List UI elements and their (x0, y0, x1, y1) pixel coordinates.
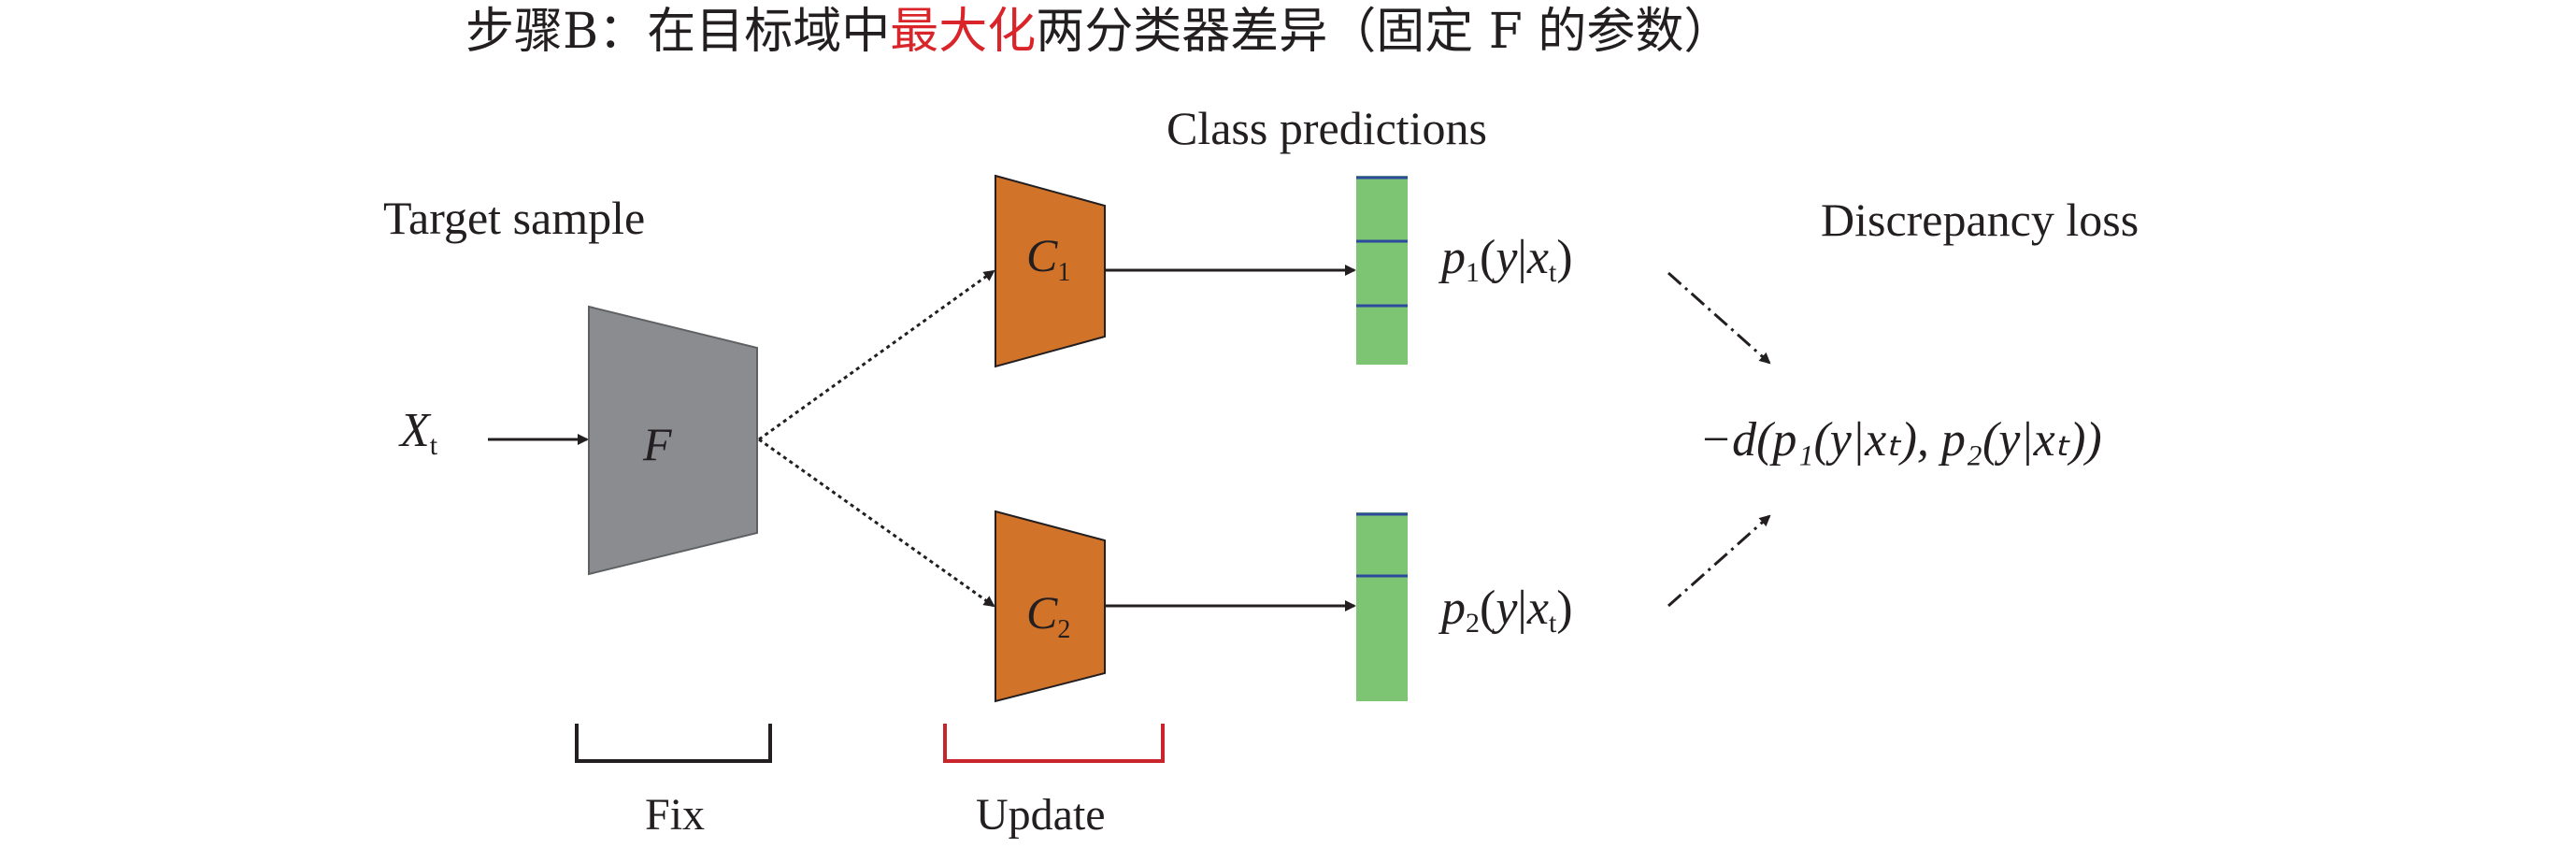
update-bracket (943, 724, 1165, 763)
input-label: Xt (400, 404, 438, 461)
feature-extractor-block (588, 305, 758, 576)
page-title: 步骤B：在目标域中最大化两分类器差异（固定 F 的参数） (465, 7, 1732, 56)
classifier-2-block (995, 510, 1106, 703)
f-to-c2-arrow (758, 438, 995, 608)
fix-label: Fix (645, 790, 706, 840)
p1-to-loss-arrow (1667, 271, 1771, 365)
f-to-c1-arrow (758, 269, 995, 441)
title-prefix: 步骤B：在目标域中 (465, 4, 891, 60)
feature-extractor-label: F (643, 418, 672, 470)
update-label: Update (976, 790, 1106, 840)
prediction-bar-1 (1356, 176, 1408, 365)
title-highlight: 最大化 (890, 4, 1037, 60)
title-suffix: 两分类器差异（固定 F 的参数） (1036, 4, 1733, 60)
classifier-1-label: C1 (1026, 229, 1071, 287)
target-sample-label: Target sample (383, 192, 646, 244)
p2-to-loss-arrow (1667, 514, 1771, 608)
fix-bracket (575, 724, 772, 763)
classifier-2-label: C2 (1026, 586, 1071, 644)
discrepancy-loss-label: Discrepancy loss (1821, 194, 2140, 246)
prediction-bar-2 (1356, 512, 1408, 701)
prediction-2-label: p2(y|xt) (1441, 582, 1573, 639)
discrepancy-formula: −d(p₁(y|xₜ), p₂(y|xₜ)) (1699, 413, 2102, 467)
classifier-1-block (995, 174, 1106, 368)
class-predictions-label: Class predictions (1166, 102, 1488, 154)
prediction-1-label: p1(y|xt) (1441, 231, 1573, 288)
